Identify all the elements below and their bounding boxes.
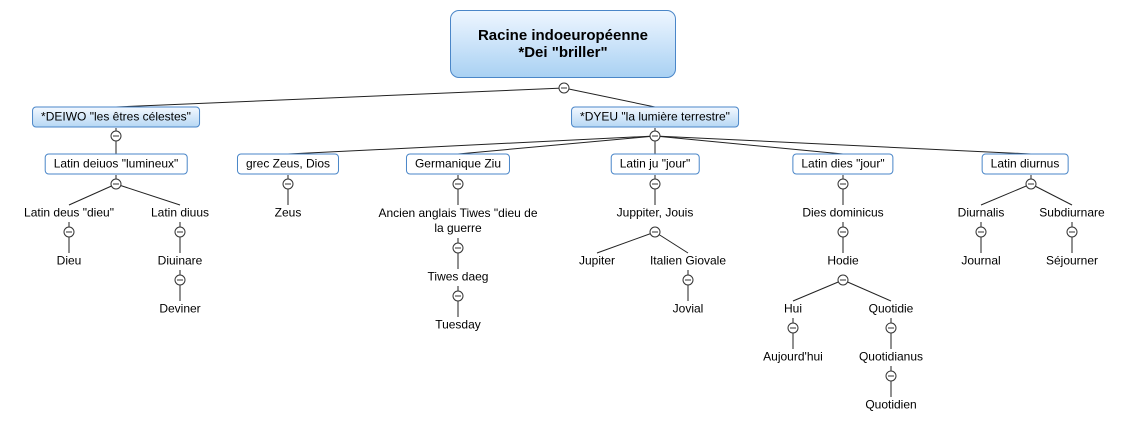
topic-hodie[interactable]: Hodie — [827, 253, 859, 268]
topic-latin-diurnus[interactable]: Latin diurnus — [981, 153, 1069, 175]
topic-jovial[interactable]: Jovial — [672, 301, 704, 316]
topic-diurnalis[interactable]: Diurnalis — [957, 205, 1005, 220]
topic-latin-diuus[interactable]: Latin diuus — [150, 205, 210, 220]
collapse-toggle-icon[interactable] — [649, 178, 661, 190]
topic-jupiter[interactable]: Jupiter — [578, 253, 616, 268]
collapse-toggle-icon[interactable] — [174, 226, 186, 238]
topic-tiwes-daeg[interactable]: Tiwes daeg — [427, 269, 489, 284]
collapse-toggle-icon[interactable] — [787, 322, 799, 334]
collapse-toggle-icon[interactable] — [282, 178, 294, 190]
collapse-toggle-icon[interactable] — [837, 274, 849, 286]
topic-subdiurnare[interactable]: Subdiurnare — [1039, 205, 1105, 220]
topic-ancien-anglais[interactable]: Ancien anglais Tiwes "dieu de la guerre — [378, 206, 537, 236]
topic-quotidie[interactable]: Quotidie — [868, 301, 914, 316]
collapse-toggle-icon[interactable] — [649, 226, 661, 238]
topic-italien-giovale[interactable]: Italien Giovale — [649, 253, 727, 268]
collapse-toggle-icon[interactable] — [63, 226, 75, 238]
topic-germanique[interactable]: Germanique Ziu — [405, 153, 511, 175]
topic-deviner[interactable]: Deviner — [159, 301, 201, 316]
collapse-toggle-icon[interactable] — [110, 130, 122, 142]
topic-grec[interactable]: grec Zeus, Dios — [236, 153, 340, 175]
collapse-toggle-icon[interactable] — [885, 370, 897, 382]
collapse-toggle-icon[interactable] — [837, 178, 849, 190]
topic-dieu[interactable]: Dieu — [56, 253, 82, 268]
collapse-toggle-icon[interactable] — [452, 290, 464, 302]
root-topic[interactable]: Racine indoeuropéenne *Dei "briller" — [450, 10, 676, 78]
topic-journal[interactable]: Journal — [961, 253, 1001, 268]
collapse-toggle-icon[interactable] — [452, 242, 464, 254]
collapse-toggle-icon[interactable] — [174, 274, 186, 286]
topic-zeus[interactable]: Zeus — [274, 205, 302, 220]
root-topic-line2: *Dei "briller" — [518, 44, 608, 61]
collapse-toggle-icon[interactable] — [682, 274, 694, 286]
topic-diuinare[interactable]: Diuinare — [157, 253, 203, 268]
topic-quotidianus[interactable]: Quotidianus — [858, 349, 924, 364]
topic-tuesday[interactable]: Tuesday — [435, 317, 481, 332]
topic-latin-deus[interactable]: Latin deus "dieu" — [24, 205, 114, 220]
collapse-toggle-icon[interactable] — [975, 226, 987, 238]
topic-quotidien[interactable]: Quotidien — [865, 397, 917, 412]
collapse-toggle-icon[interactable] — [452, 178, 464, 190]
topic-latin-dies[interactable]: Latin dies "jour" — [792, 153, 894, 175]
collapse-toggle-icon[interactable] — [885, 322, 897, 334]
collapse-toggle-icon[interactable] — [558, 82, 570, 94]
topic-aujourdhui[interactable]: Aujourd'hui — [763, 349, 823, 364]
collapse-toggle-icon[interactable] — [1025, 178, 1037, 190]
topic-ancien-anglais-line1: Ancien anglais Tiwes "dieu de — [378, 206, 538, 220]
collapse-toggle-icon[interactable] — [1066, 226, 1078, 238]
topic-ancien-anglais-line2: la guerre — [434, 221, 482, 235]
topic-sejourner[interactable]: Séjourner — [1045, 253, 1099, 268]
topic-hui[interactable]: Hui — [783, 301, 803, 316]
topic-latin-deiuos[interactable]: Latin deiuos "lumineux" — [44, 153, 188, 175]
topic-juppiter[interactable]: Juppiter, Jouis — [616, 205, 694, 220]
collapse-toggle-icon[interactable] — [837, 226, 849, 238]
root-topic-line1: Racine indoeuropéenne — [477, 27, 649, 44]
topic-dyeu[interactable]: *DYEU "la lumière terrestre" — [571, 106, 739, 128]
topic-latin-ju[interactable]: Latin ju "jour" — [610, 153, 700, 175]
topic-deiwo[interactable]: *DEIWO "les êtres célestes" — [32, 106, 200, 128]
collapse-toggle-icon[interactable] — [649, 130, 661, 142]
topic-dies-dominicus[interactable]: Dies dominicus — [802, 205, 884, 220]
collapse-toggle-icon[interactable] — [110, 178, 122, 190]
